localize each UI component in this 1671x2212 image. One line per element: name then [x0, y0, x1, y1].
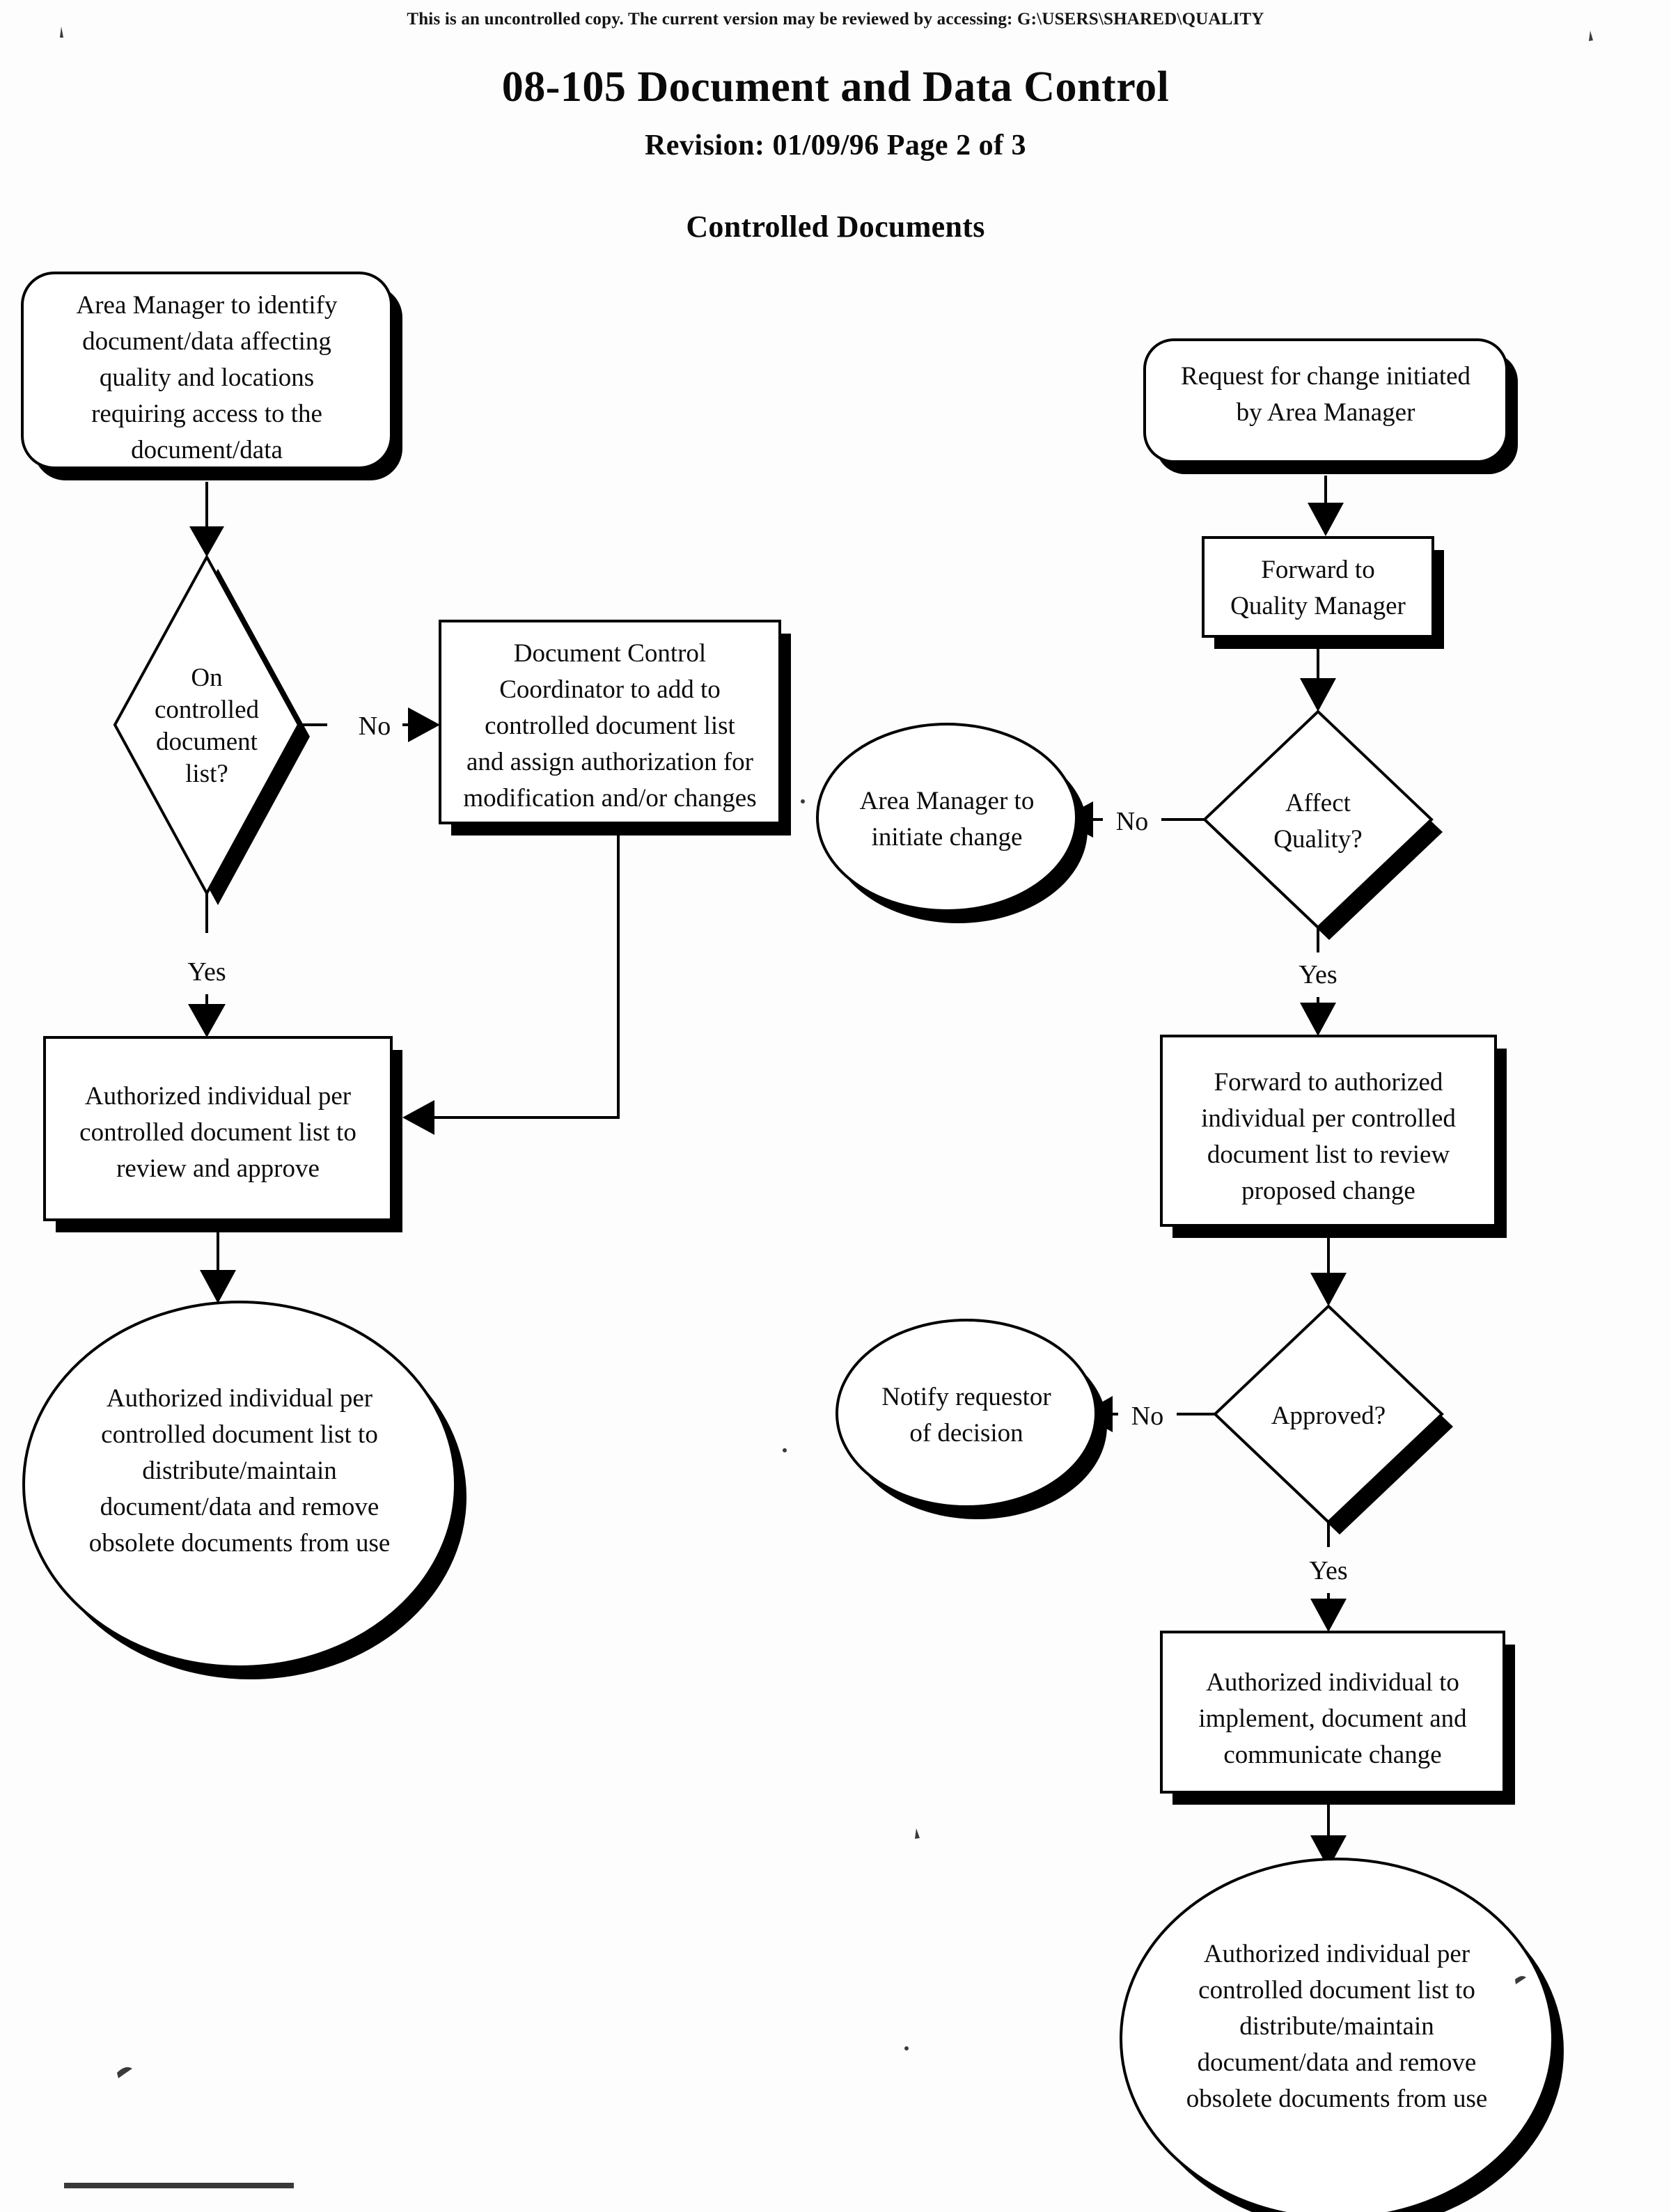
node-authorized-distribute-maintain-left: Authorized individual per controlled doc… [22, 1301, 466, 1679]
node-text-line: list? [185, 760, 228, 788]
edge-label-no-approved: No [1131, 1402, 1163, 1431]
edge-forward-authorized-to-approved [1310, 1238, 1347, 1306]
node-text-line: Authorized individual per [85, 1082, 351, 1111]
edge-label-no-affect-quality: No [1116, 807, 1148, 836]
section-title: Controlled Documents [686, 210, 985, 244]
edge-review-approve-to-distribute [200, 1220, 236, 1303]
node-text-line: implement, document and [1198, 1704, 1467, 1733]
node-area-manager-initiate-change: Area Manager to initiate change [816, 723, 1088, 923]
node-text-line: Quality Manager [1230, 592, 1406, 620]
node-text-line: document/data affecting [82, 327, 331, 356]
node-text-line: controlled document list to [101, 1420, 378, 1449]
node-affect-quality-decision: Affect Quality? [1202, 709, 1443, 940]
edge-label-yes-affect-quality: Yes [1299, 960, 1337, 989]
edge-on-list-yes-to-authorized-review: Yes [187, 893, 226, 1037]
edge-coordinator-to-authorized-review [402, 836, 620, 1135]
node-text-line: Affect [1285, 789, 1351, 817]
node-text-line: obsolete documents from use [1186, 2085, 1488, 2113]
node-text-line: Document Control [514, 639, 706, 668]
edge-on-list-no-to-coordinator: No [299, 707, 440, 742]
page-title: 08-105 Document and Data Control [501, 63, 1170, 111]
node-text-line: controlled [155, 696, 260, 724]
node-text-line: requiring access to the [91, 400, 322, 428]
node-text-line: and assign authorization for [466, 748, 753, 776]
node-text-line: individual per controlled [1201, 1104, 1456, 1133]
node-text-line: Authorized individual per [1204, 1940, 1470, 1968]
node-document-control-coordinator: Document Control Coordinator to add to c… [439, 620, 791, 836]
node-forward-to-authorized-individual: Forward to authorized individual per con… [1160, 1035, 1507, 1238]
node-text-line: Quality? [1273, 825, 1362, 854]
node-text-line: Coordinator to add to [499, 675, 721, 704]
node-text-line: proposed change [1241, 1177, 1415, 1205]
node-forward-to-quality-manager: Forward to Quality Manager [1202, 536, 1444, 649]
node-text-line: Notify requestor [881, 1383, 1051, 1411]
node-text-line: communicate change [1223, 1741, 1441, 1769]
edge-forward-quality-to-affect-quality [1300, 649, 1336, 712]
edge-approved-yes-to-implement: Yes [1309, 1522, 1348, 1632]
uncontrolled-copy-notice: This is an uncontrolled copy. The curren… [407, 10, 1264, 29]
edge-label-yes-on-list: Yes [187, 957, 226, 987]
revision-and-page-line: Revision: 01/09/96 Page 2 of 3 [644, 130, 1027, 162]
node-text-line: Forward to authorized [1214, 1068, 1443, 1097]
node-text-line: On [191, 664, 222, 692]
node-text-line: Forward to [1261, 556, 1374, 584]
node-text-line: of decision [909, 1419, 1023, 1448]
edge-label-no-on-list: No [359, 712, 391, 741]
node-text-line: controlled document list to [1198, 1976, 1475, 2005]
node-area-manager-identify: Area Manager to identify document/data a… [21, 272, 402, 480]
node-text-line: Approved? [1271, 1402, 1386, 1430]
node-text-line: Authorized individual to [1206, 1668, 1459, 1697]
node-authorized-distribute-maintain-right: Authorized individual per controlled doc… [1120, 1858, 1564, 2212]
edge-label-yes-approved: Yes [1309, 1556, 1347, 1585]
edge-identify-to-on-list [189, 482, 224, 557]
node-text-line: document/data and remove [100, 1493, 379, 1521]
node-notify-requestor-of-decision: Notify requestor of decision [836, 1319, 1107, 1519]
node-text-line: Area Manager to [860, 787, 1035, 815]
node-authorized-implement-document-communicate: Authorized individual to implement, docu… [1160, 1631, 1515, 1805]
node-text-line: Area Manager to identify [77, 291, 338, 320]
node-text-line: controlled document list to [79, 1118, 356, 1147]
node-text-line: document/data [131, 436, 283, 464]
node-text-line: document [156, 728, 258, 756]
node-text-line: distribute/maintain [142, 1457, 337, 1485]
node-text-line: document list to review [1207, 1140, 1450, 1169]
node-text-line: obsolete documents from use [89, 1529, 391, 1558]
edge-implement-to-distribute-maintain [1310, 1792, 1347, 1869]
node-approved-decision: Approved? [1213, 1304, 1453, 1535]
edge-affect-quality-yes-to-forward-authorized: Yes [1299, 927, 1337, 1036]
node-text-line: Request for change initiated [1181, 362, 1471, 391]
node-text-line: document/data and remove [1198, 2048, 1477, 2077]
node-authorized-individual-review-approve: Authorized individual per controlled doc… [43, 1036, 402, 1232]
edge-request-to-forward-quality [1308, 476, 1344, 536]
node-text-line: review and approve [116, 1154, 320, 1183]
node-text-line: quality and locations [100, 363, 314, 392]
scan-artifact-marks [60, 26, 1593, 2188]
node-text-line: by Area Manager [1237, 398, 1415, 427]
node-text-line: distribute/maintain [1239, 2012, 1434, 2041]
node-text-line: modification and/or changes [463, 784, 756, 813]
node-request-for-change: Request for change initiated by Area Man… [1143, 338, 1518, 474]
node-text-line: initiate change [872, 823, 1023, 852]
node-text-line: controlled document list [485, 712, 735, 740]
node-text-line: Authorized individual per [107, 1384, 372, 1413]
node-on-controlled-document-list-decision: On controlled document list? [113, 554, 310, 905]
